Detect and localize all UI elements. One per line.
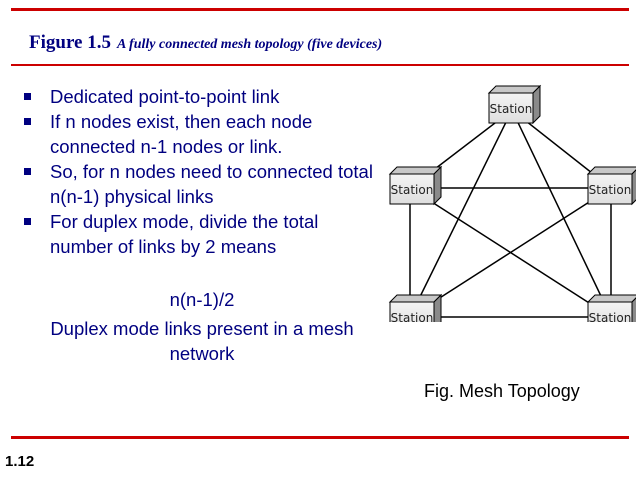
- bullet-marker-icon: [24, 118, 31, 125]
- station-box: Station: [388, 165, 443, 206]
- station-box: Station: [388, 293, 443, 322]
- page-number: 1.12: [5, 453, 35, 470]
- bullet-text: For duplex mode, divide the total number…: [50, 211, 319, 257]
- station-label: Station: [391, 311, 434, 322]
- station-box: Station: [586, 294, 636, 322]
- station-label: Station: [391, 183, 434, 197]
- bullet-text: Dedicated point-to-point link: [50, 86, 280, 107]
- slide-title: Figure 1.5 A fully connected mesh topolog…: [29, 32, 382, 54]
- mesh-links: [409, 109, 612, 318]
- link-line: [409, 109, 513, 318]
- duplex-note: Duplex mode links present in a mesh netw…: [50, 318, 354, 364]
- station-box: Station: [487, 84, 542, 125]
- link-line: [409, 187, 612, 318]
- bullet-item: If n nodes exist, then each node connect…: [24, 109, 384, 159]
- title-rule: [11, 64, 629, 66]
- station-label: Station: [490, 102, 533, 116]
- bullet-item: So, for n nodes need to connected total …: [24, 159, 384, 209]
- figure-caption: A fully connected mesh topology (five de…: [116, 37, 383, 52]
- top-rule: [11, 8, 629, 11]
- diagram-caption: Fig. Mesh Topology: [424, 381, 580, 401]
- figure-label: Figure 1.5: [29, 32, 111, 53]
- bullet-marker-icon: [24, 218, 31, 225]
- station-label: Station: [589, 183, 632, 197]
- bullet-list: Dedicated point-to-point link If n nodes…: [24, 84, 384, 259]
- station-box: Station: [586, 166, 636, 206]
- bullet-text: So, for n nodes need to connected total …: [50, 161, 373, 207]
- link-line: [511, 109, 612, 318]
- formula: n(n-1)/2: [169, 289, 235, 310]
- bullet-item: Dedicated point-to-point link: [24, 84, 384, 109]
- bottom-rule: [11, 436, 629, 439]
- bullet-marker-icon: [24, 93, 31, 100]
- station-label: Station: [589, 311, 632, 322]
- bullet-text: If n nodes exist, then each node connect…: [50, 111, 313, 157]
- bullet-marker-icon: [24, 168, 31, 175]
- bullet-item: For duplex mode, divide the total number…: [24, 209, 384, 259]
